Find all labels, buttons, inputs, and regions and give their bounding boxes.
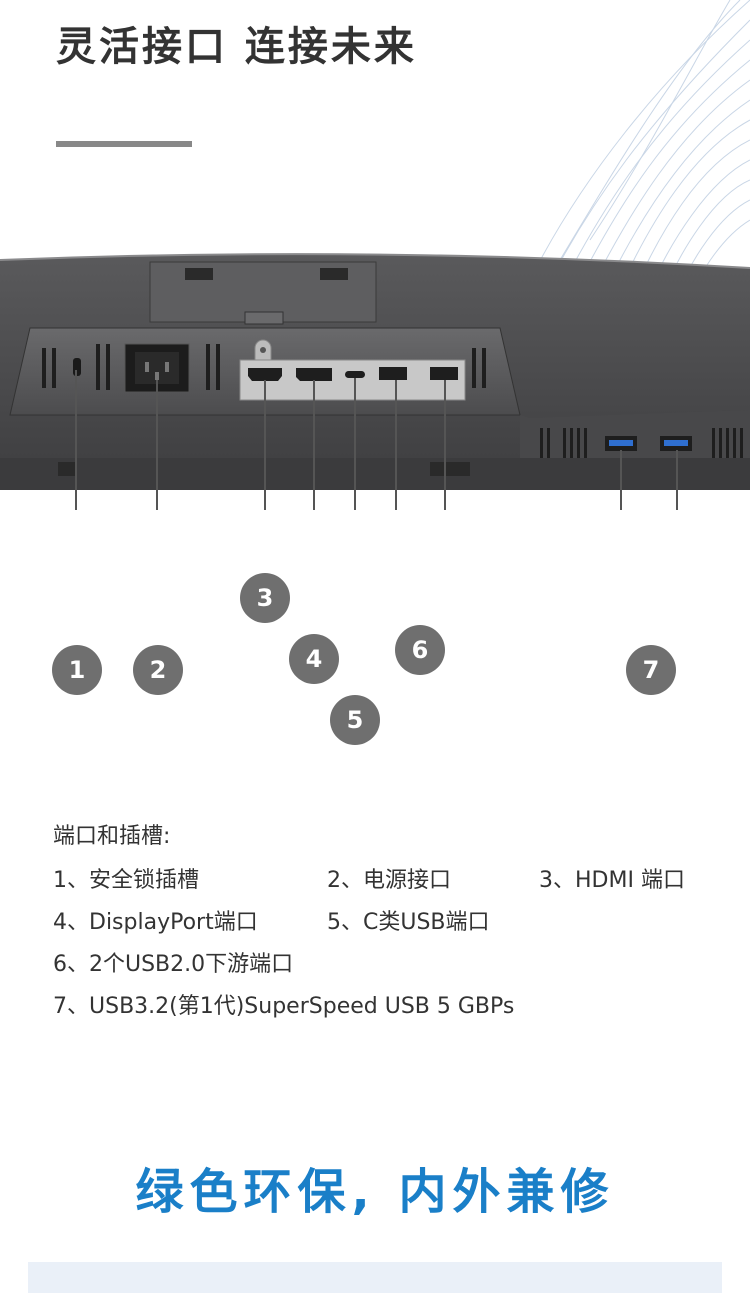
port-item-3: 3、HDMI 端口 <box>539 868 685 893</box>
port-item-6: 6、2个USB2.0下游端口 <box>53 952 294 977</box>
port-item-1: 1、安全锁插槽 <box>53 868 199 893</box>
callout-7: 7 <box>626 645 676 695</box>
port-item-2: 2、电源接口 <box>327 868 451 893</box>
title-underline <box>56 141 192 147</box>
next-section-band <box>28 1262 722 1293</box>
port-item-4: 4、DisplayPort端口 <box>53 910 258 935</box>
callout-5: 5 <box>330 695 380 745</box>
section-title-green: 绿色环保, 内外兼修 <box>135 1164 615 1220</box>
callout-4: 4 <box>289 634 339 684</box>
callout-1: 1 <box>52 645 102 695</box>
callout-6: 6 <box>395 625 445 675</box>
callout-2: 2 <box>133 645 183 695</box>
callout-3: 3 <box>240 573 290 623</box>
ports-heading: 端口和插槽: <box>53 824 171 849</box>
page-title: 灵活接口 连接未来 <box>56 24 417 70</box>
port-item-7: 7、USB3.2(第1代)SuperSpeed USB 5 GBPs <box>53 994 515 1019</box>
monitor-rear-panel <box>0 253 750 510</box>
port-item-5: 5、C类USB端口 <box>327 910 490 935</box>
